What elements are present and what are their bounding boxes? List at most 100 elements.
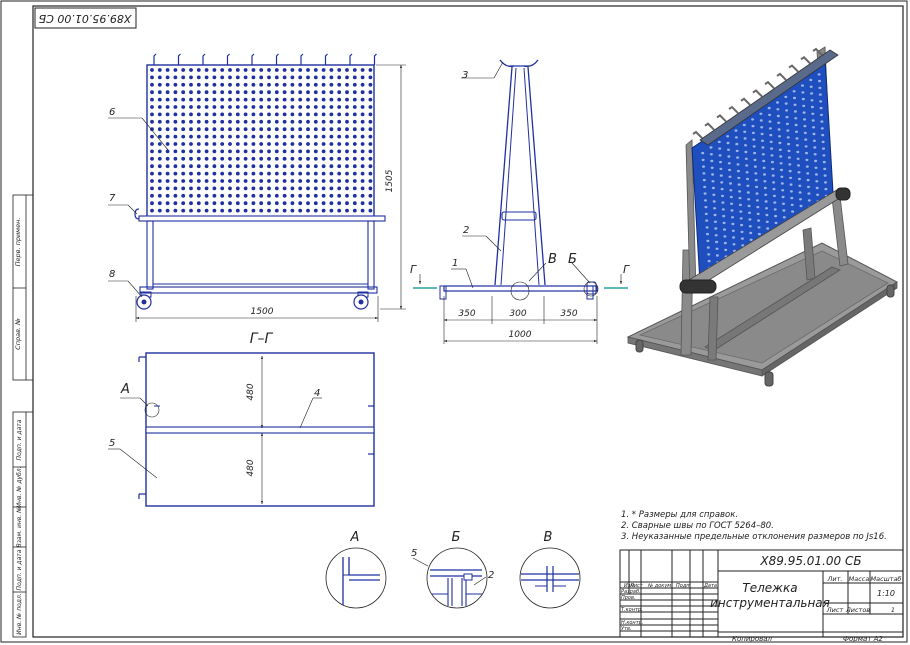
stamp-sprav-no: Справ. №: [14, 318, 22, 350]
iso-panel-hole: [803, 131, 807, 135]
panel-hole: [228, 112, 232, 117]
panel-hole: [220, 201, 225, 206]
iso-panel-hole: [778, 135, 781, 138]
panel-hole: [306, 82, 310, 87]
iso-panel-hole: [731, 222, 735, 226]
panel-hole: [298, 127, 303, 132]
panel-hole: [313, 68, 318, 72]
panel-hole: [181, 142, 186, 146]
iso-panel-hole: [728, 168, 732, 172]
panel-hole: [313, 90, 318, 95]
panel-hole: [267, 179, 271, 183]
dim-plan-half-1: 480: [246, 383, 256, 400]
panel-hole: [352, 201, 357, 206]
detail-title-b: Б: [452, 530, 461, 545]
panel-hole: [298, 171, 303, 176]
panel-hole: [368, 68, 373, 72]
panel-hole: [368, 164, 373, 169]
panel-hole: [196, 179, 201, 183]
iso-hook: [740, 97, 751, 106]
iso-panel-hole: [799, 204, 803, 208]
panel-hole: [259, 186, 264, 191]
panel-hole: [329, 179, 334, 183]
panel-hole: [345, 68, 349, 72]
iso-panel-hole: [715, 247, 719, 250]
tb-col-date: Дата: [703, 583, 717, 589]
panel-hole: [345, 149, 349, 154]
panel-hole: [345, 186, 349, 191]
panel-hole: [274, 105, 279, 109]
panel-hole: [298, 75, 303, 80]
iso-panel-hole: [801, 97, 805, 101]
iso-panel-hole: [768, 127, 772, 130]
panel-hole: [360, 112, 365, 117]
iso-panel-hole: [796, 150, 800, 154]
panel-hole: [282, 201, 287, 206]
panel-hole: [189, 201, 193, 206]
panel-hole: [337, 97, 342, 102]
panel-hole: [181, 119, 186, 124]
panel-hole: [290, 119, 295, 124]
leader-5: 5: [109, 438, 115, 449]
panel-hole: [243, 201, 248, 206]
iso-panel-hole: [738, 190, 742, 193]
iso-panel-hole: [772, 194, 776, 198]
iso-panel-hole: [717, 140, 721, 144]
panel-hole: [181, 186, 186, 191]
panel-hole: [329, 201, 334, 206]
panel-hook: [324, 53, 328, 65]
panel-hole: [165, 82, 170, 87]
iso-panel-hole: [782, 209, 786, 212]
panel-hole: [181, 105, 186, 109]
panel-hole: [150, 112, 154, 117]
panel-hole: [212, 208, 217, 213]
panel-hole: [196, 119, 201, 124]
leader-4: 4: [314, 388, 320, 399]
panel-hole: [337, 75, 342, 80]
panel-hole: [157, 105, 162, 109]
panel-hole: [267, 82, 271, 87]
iso-panel-hole: [719, 167, 723, 171]
panel-hole: [212, 68, 217, 72]
panel-hole: [235, 127, 240, 132]
panel-hole: [251, 112, 256, 117]
panel-hole: [329, 186, 334, 191]
panel-hole: [352, 97, 357, 102]
panel-hole: [259, 90, 264, 95]
panel-hole: [235, 208, 240, 213]
iso-panel-hole: [810, 92, 814, 95]
panel-hole: [352, 142, 357, 146]
panel-hole: [181, 156, 186, 161]
iso-panel-hole: [795, 130, 798, 133]
iso-panel-hole: [701, 151, 705, 155]
panel-hook: [226, 53, 230, 65]
iso-panel-hole: [707, 259, 711, 263]
panel-hole: [306, 149, 310, 154]
iso-panel-hole: [766, 227, 770, 230]
panel-hole: [259, 105, 264, 109]
panel-hole: [259, 171, 264, 176]
panel-hole: [165, 186, 170, 191]
iso-panel-hole: [761, 139, 764, 142]
iso-panel-hole: [791, 210, 795, 213]
panel-hole: [251, 134, 256, 139]
panel-hole: [345, 164, 349, 169]
detail-mark-a: А: [120, 382, 130, 397]
panel-hole: [306, 68, 310, 72]
panel-hole: [150, 142, 154, 146]
stamp-podp-data-1: Подп. и дата: [16, 419, 23, 460]
panel-hole: [165, 112, 170, 117]
panel-hole: [228, 208, 232, 213]
panel-hole: [204, 201, 209, 206]
panel-hole: [306, 119, 310, 124]
panel-hole: [173, 105, 178, 109]
iso-panel-hole: [812, 126, 816, 129]
dim-side-total: 1000: [509, 330, 532, 340]
panel-hole: [220, 179, 225, 183]
panel-hole: [368, 112, 373, 117]
iso-panel-hole: [773, 208, 777, 211]
panel-hole: [290, 186, 295, 191]
iso-panel-hole: [774, 221, 778, 225]
panel-hole: [173, 193, 178, 198]
iso-panel-hole: [768, 120, 772, 123]
